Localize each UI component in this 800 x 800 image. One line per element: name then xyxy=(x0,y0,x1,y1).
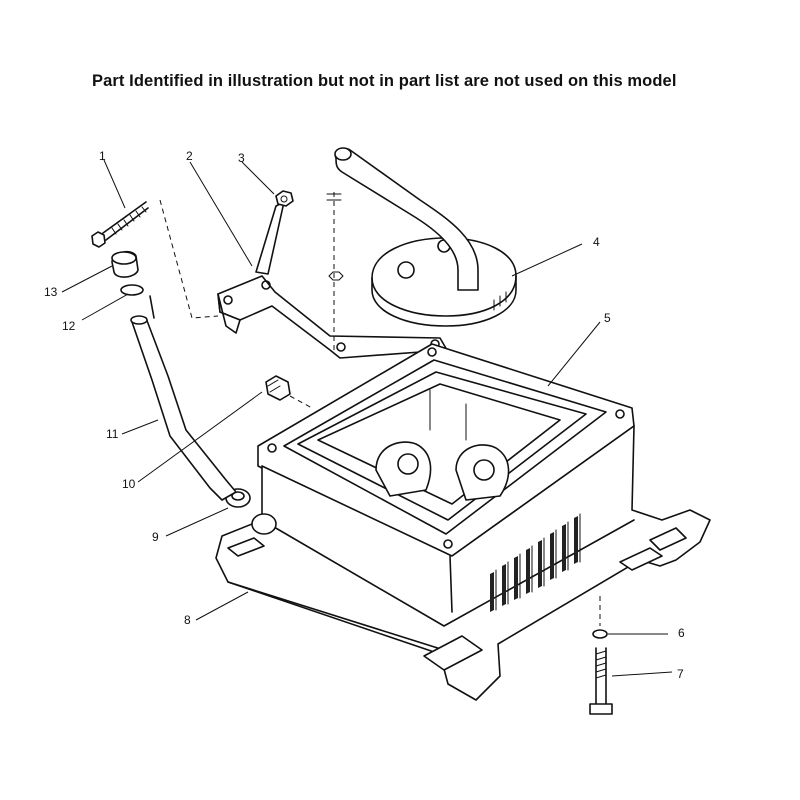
callout-labels: 1 2 3 4 5 6 7 8 9 10 11 12 13 xyxy=(44,149,685,681)
diagram-heading: Part Identified in illustration but not … xyxy=(92,72,677,90)
callout-5: 5 xyxy=(604,311,611,325)
callout-8: 8 xyxy=(184,613,191,627)
callout-1: 1 xyxy=(99,149,106,163)
part-4-breather-cover xyxy=(334,147,517,327)
callout-3: 3 xyxy=(238,151,245,165)
part-7-bolt xyxy=(589,647,613,715)
part-13-dipstick-cap xyxy=(111,250,139,278)
stud xyxy=(326,192,344,352)
callout-7: 7 xyxy=(677,667,684,681)
part-2-bracket xyxy=(217,201,448,359)
screw-alignment-line xyxy=(159,199,219,319)
callout-2: 2 xyxy=(186,149,193,163)
callout-13: 13 xyxy=(44,285,58,299)
part-1-screw xyxy=(91,201,149,248)
callout-10: 10 xyxy=(122,477,136,491)
leader-lines xyxy=(61,159,673,677)
part-10-fitting xyxy=(265,375,313,409)
callout-4: 4 xyxy=(593,235,600,249)
callout-9: 9 xyxy=(152,530,159,544)
part-8-sump-base xyxy=(215,383,711,701)
callout-6: 6 xyxy=(678,626,685,640)
part-12-o-ring xyxy=(120,284,155,319)
callout-11: 11 xyxy=(106,427,119,441)
callout-12: 12 xyxy=(62,319,76,333)
part-3-nut xyxy=(275,190,294,207)
part-11-dipstick-tube xyxy=(130,315,237,501)
part-9-grommet xyxy=(225,488,277,535)
part-6-washer xyxy=(592,596,608,639)
